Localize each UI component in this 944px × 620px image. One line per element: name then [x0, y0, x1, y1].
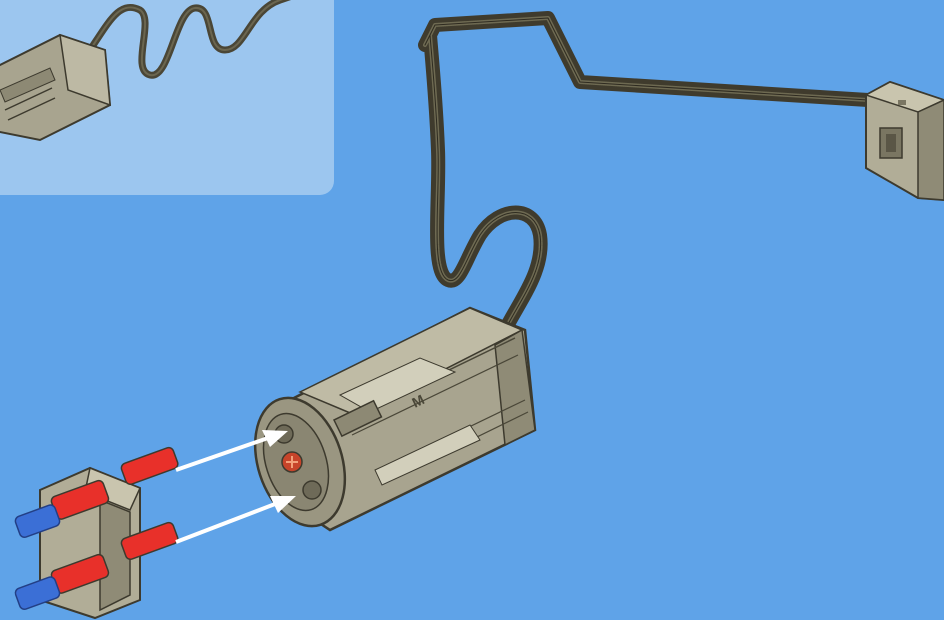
arrow-lower: [176, 496, 296, 542]
cable-connector-block: [866, 82, 944, 200]
motor-cable: [425, 18, 868, 330]
pin-bracket-assembly: [14, 446, 179, 618]
